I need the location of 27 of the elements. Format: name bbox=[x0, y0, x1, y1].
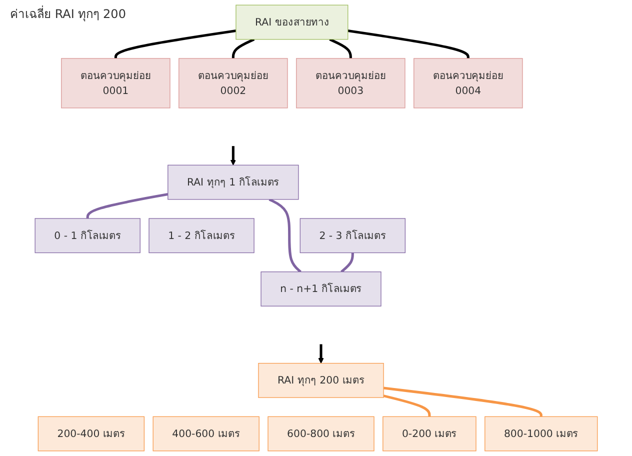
connector bbox=[347, 29, 470, 58]
connector bbox=[383, 386, 542, 417]
node-box: 400-600 เมตร bbox=[152, 416, 260, 452]
note-label: ค่าเฉลี่ย RAI ทุกๆ 200 bbox=[9, 4, 127, 24]
arrow bbox=[230, 146, 236, 166]
connector bbox=[232, 38, 254, 58]
connector bbox=[340, 252, 354, 273]
connector bbox=[268, 198, 302, 273]
node-box: 800-1000 เมตร bbox=[484, 416, 598, 452]
arrow bbox=[318, 344, 324, 364]
node-box: 600-800 เมตร bbox=[267, 416, 374, 452]
node-box: 0-200 เมตร bbox=[382, 416, 476, 452]
node-box: n - n+1 กิโลเมตร bbox=[260, 272, 382, 306]
connector bbox=[114, 29, 236, 58]
connector bbox=[328, 38, 352, 58]
node-box: RAI ทุกๆ 1 กิโลเมตร bbox=[167, 164, 299, 200]
node-box: RAI ของสายทาง bbox=[235, 4, 348, 40]
node-box: ตอนควบคุมย่อย 0003 bbox=[296, 58, 406, 108]
connector bbox=[86, 192, 168, 218]
node-box: RAI ทุกๆ 200 เมตร bbox=[258, 362, 384, 398]
node-box: 200-400 เมตร bbox=[38, 416, 144, 452]
node-box: ตอนควบคุมย่อย 0004 bbox=[413, 58, 523, 108]
node-box: ตอนควบคุมย่อย 0002 bbox=[178, 58, 288, 108]
node-box: ตอนควบคุมย่อย 0001 bbox=[60, 58, 170, 108]
node-box: 1 - 2 กิโลเมตร bbox=[148, 218, 254, 254]
node-box: 0 - 1 กิโลเมตร bbox=[34, 218, 140, 254]
node-box: 2 - 3 กิโลเมตร bbox=[300, 218, 406, 254]
